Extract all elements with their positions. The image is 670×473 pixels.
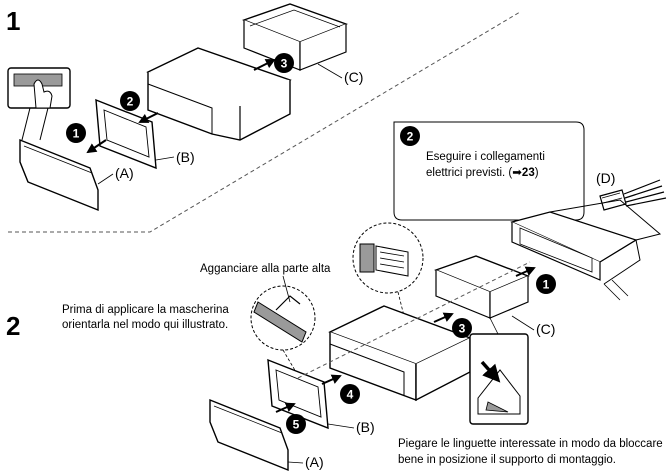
svg-text:4: 4: [347, 388, 354, 402]
label-b-step2: (B): [356, 419, 375, 435]
page-ref-arrow-icon: ➡: [512, 167, 522, 179]
badge-step1-2: 2: [120, 91, 140, 111]
callout-badge-2: 2: [400, 126, 420, 146]
step-1-number: 1: [6, 6, 20, 36]
bend-note-line1: Piegare le linguette interessate in modo…: [398, 438, 663, 450]
bend-note-line2: bene in posizione il supporto di montagg…: [398, 454, 616, 466]
badge-step2-4: 4: [340, 384, 360, 404]
label-d: (D): [596, 170, 615, 186]
label-c-step2: (C): [536, 321, 555, 337]
mounting-sleeve-c-step2: [434, 255, 530, 319]
svg-text:5: 5: [293, 418, 300, 432]
label-b-step1: (B): [176, 149, 195, 165]
release-button-detail: [7, 67, 71, 141]
svg-text:2: 2: [407, 130, 414, 144]
faceplate-a-step1: [19, 138, 99, 212]
step-2-number: 2: [6, 311, 20, 341]
wiring-connector-d: [599, 179, 667, 211]
hook-caption: Agganciare alla parte alta: [200, 263, 331, 275]
badge-step2-5: 5: [286, 414, 306, 434]
badge-step2-1: 1: [536, 274, 556, 294]
main-unit-step1: [146, 47, 292, 141]
tab-bend-detail: [469, 317, 529, 425]
label-a-step1: (A): [115, 165, 134, 181]
badge-step2-3: 3: [452, 318, 472, 338]
callout-line2: elettrici previsti. (➡23): [426, 167, 539, 179]
connector-detail-circle: [352, 222, 424, 317]
trim-plate-b-step1: [95, 98, 157, 170]
svg-text:1: 1: [73, 127, 80, 141]
wiring-callout: [393, 121, 585, 221]
faceplate-orientation-note-line1: Prima di applicare la mascherina: [62, 304, 229, 316]
callout-line1: Eseguire i collegamenti: [426, 151, 545, 163]
label-a-step2: (A): [305, 454, 324, 470]
svg-text:1: 1: [543, 278, 550, 292]
badge-step1-1: 1: [66, 123, 86, 143]
badge-step1-3: 3: [274, 53, 294, 73]
hook-detail-circle: [250, 275, 316, 373]
dashboard-panel: [510, 199, 662, 301]
svg-text:2: 2: [127, 95, 134, 109]
svg-text:3: 3: [281, 57, 288, 71]
svg-text:3: 3: [459, 322, 466, 336]
mounting-sleeve-c-step1: [241, 3, 348, 71]
section-divider: [8, 11, 521, 233]
faceplate-a-step2: [209, 398, 289, 472]
faceplate-orientation-note-line2: orientarla nel modo qui illustrato.: [62, 319, 228, 331]
label-c-step1: (C): [344, 69, 363, 85]
